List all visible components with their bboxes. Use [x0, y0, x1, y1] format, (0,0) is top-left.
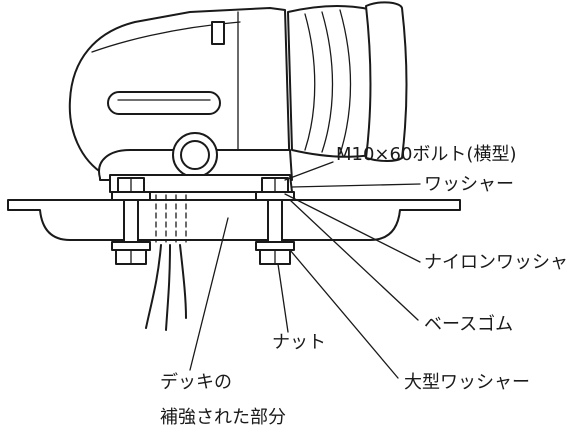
- label-deck-line1: デッキの: [160, 372, 232, 393]
- label-deck-line2: 補強された部分: [160, 407, 286, 428]
- lamp-bell: [287, 1, 408, 162]
- left-bolt-assembly: [111, 177, 151, 265]
- label-washer: ワッシャー: [424, 174, 514, 195]
- label-nut: ナット: [272, 332, 326, 353]
- label-large-washer: 大型ワッシャー: [404, 372, 530, 393]
- cables: [145, 244, 187, 331]
- adjustment-knob: [172, 132, 218, 178]
- label-base-rubber: ベースゴム: [424, 314, 513, 335]
- label-nylon-washer: ナイロンワッシャー: [424, 252, 569, 273]
- cable-passage: [155, 194, 187, 243]
- lamp-housing: [68, 7, 293, 181]
- right-bolt-assembly: [255, 177, 295, 265]
- label-bolt: M10×60ボルト(横型): [336, 144, 516, 165]
- leader-lines: [189, 161, 421, 379]
- deck: [7, 199, 461, 241]
